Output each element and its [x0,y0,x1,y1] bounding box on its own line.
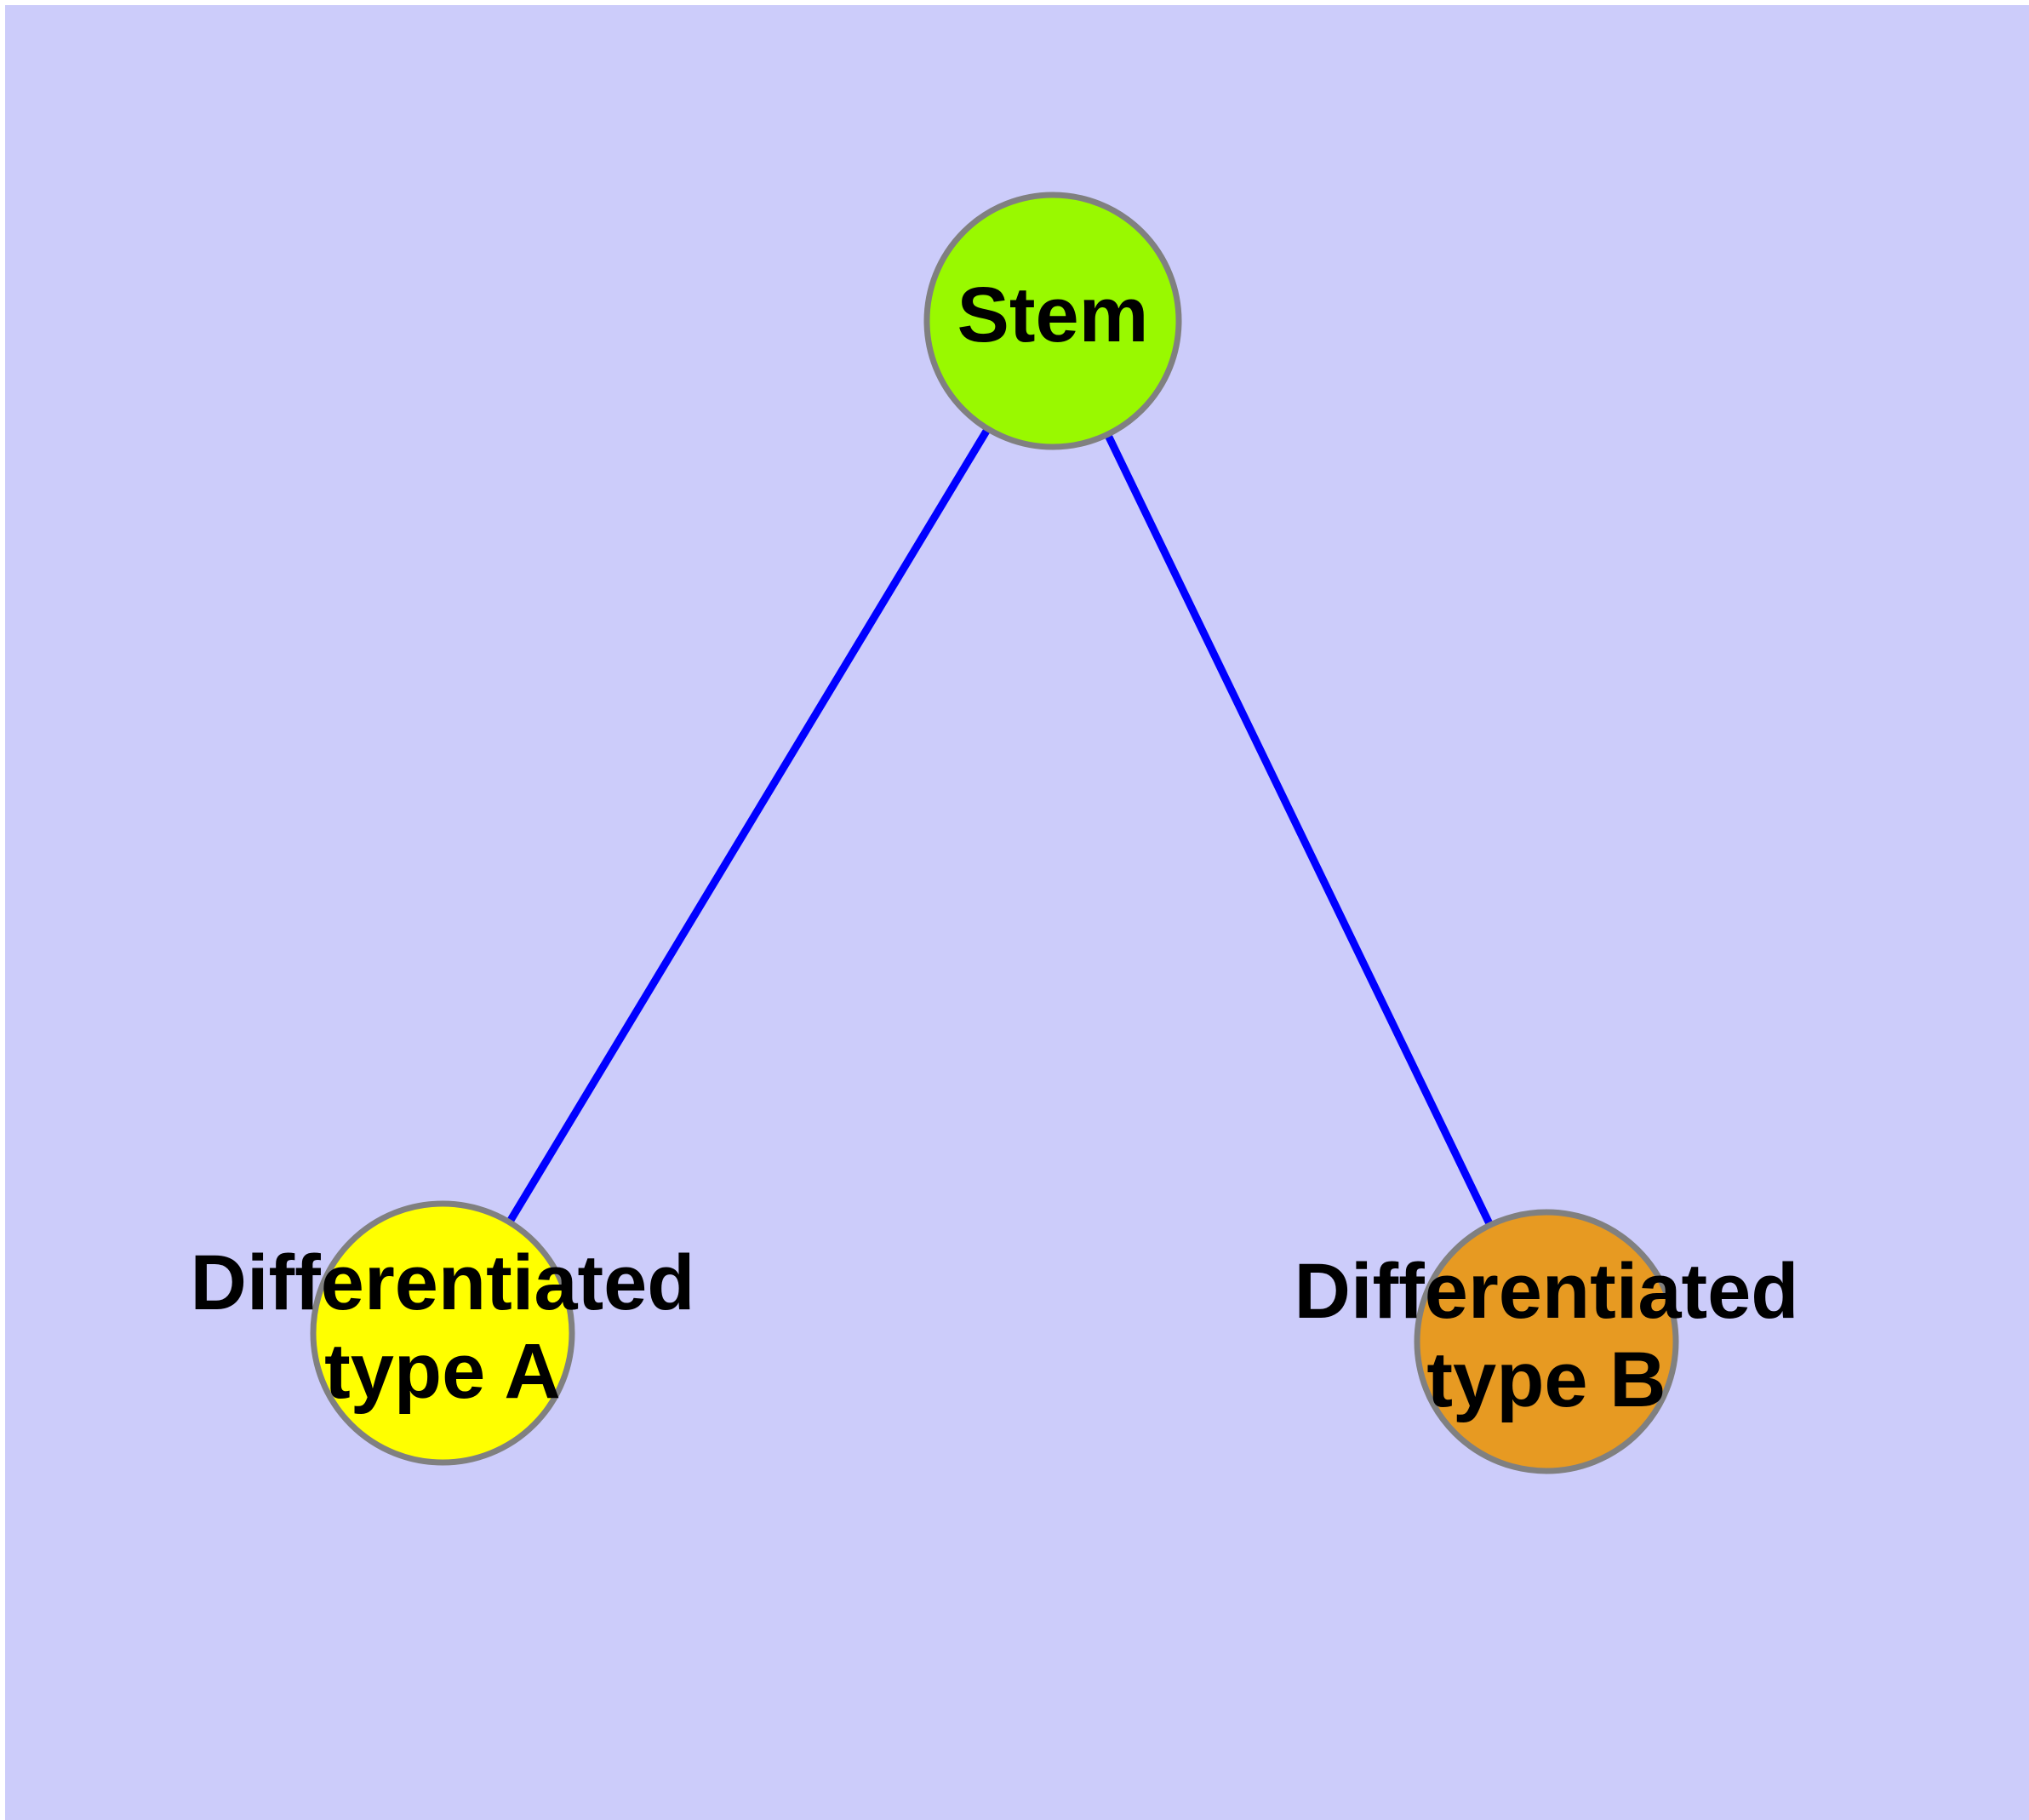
node-label-line: Differentiated [1295,1248,1799,1335]
node-label-stem: Stem [957,272,1149,358]
node-label-line: type B [1426,1336,1666,1423]
node-label-line: Stem [957,272,1149,358]
node-circle-stem[interactable] [923,192,1182,450]
node-circle-diff_b[interactable] [1414,1209,1679,1474]
edges-layer [439,318,1551,1343]
graph-node-stem[interactable]: Stem [923,192,1182,450]
node-circle-diff_a[interactable] [310,1200,575,1466]
node-label-line: type A [324,1328,561,1415]
graph-edge [439,318,1056,1336]
graph-edge [1049,319,1551,1343]
node-label-line: Differentiated [191,1239,695,1326]
